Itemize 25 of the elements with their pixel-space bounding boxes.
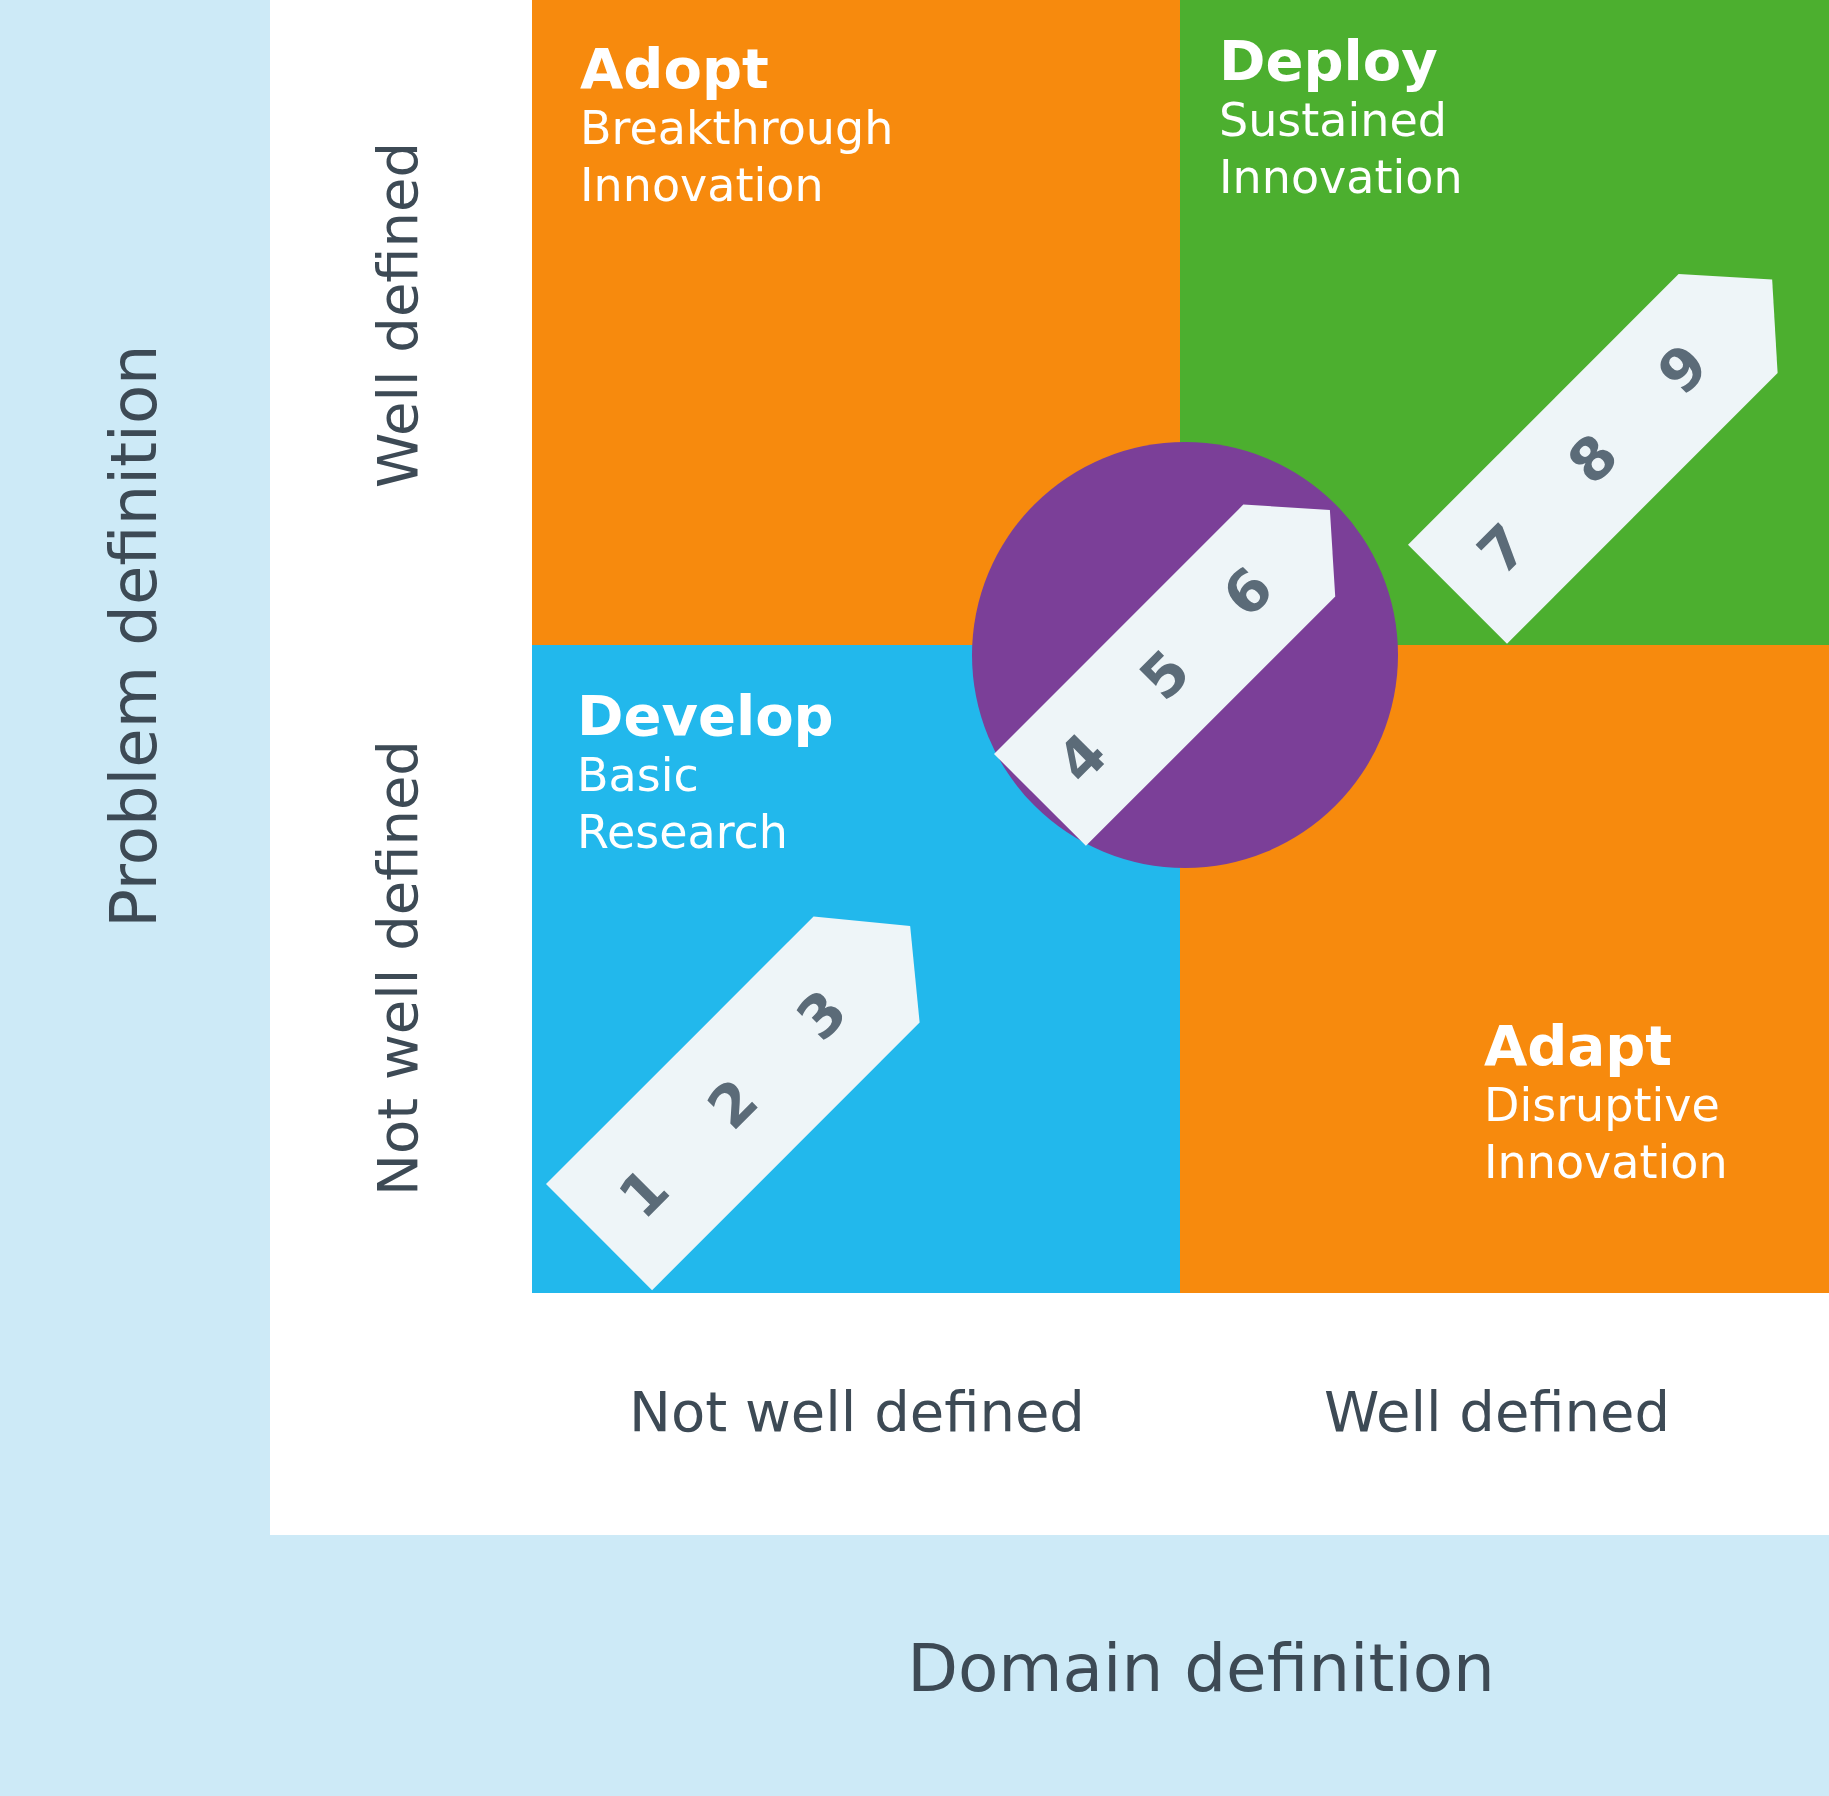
quadrant-subtitle: Basic Research	[577, 747, 789, 862]
quadrant-subtitle: Disruptive Innovation	[1484, 1077, 1729, 1192]
step-number: 4	[1043, 720, 1120, 797]
step-number: 9	[1644, 330, 1722, 408]
quadrant-subtitle: Breakthrough Innovation	[580, 100, 895, 215]
quadrant-panel	[532, 0, 1180, 645]
quadrant-subtitle: Sustained Innovation	[1219, 92, 1464, 207]
step-number: 2	[694, 1065, 772, 1143]
axis-tick-label: Not well defined	[629, 1378, 1085, 1444]
step-number: 5	[1126, 636, 1203, 714]
axis-tick-label: Well defined	[1323, 1378, 1671, 1444]
quadrant-title: Develop	[577, 685, 835, 747]
axis-tick-label: Not well defined	[364, 740, 430, 1196]
quadrant-title: Adopt	[580, 38, 770, 100]
step-number: 6	[1209, 553, 1287, 631]
axis-title: Domain definition	[907, 1629, 1495, 1707]
axis-title: Problem definition	[97, 344, 171, 928]
axis-tick-label: Well defined	[364, 141, 430, 489]
step-number: 1	[605, 1154, 683, 1232]
quadrant-title: Adapt	[1484, 1015, 1674, 1077]
step-number: 7	[1464, 510, 1542, 588]
step-number: 3	[784, 976, 861, 1053]
step-number: 8	[1554, 420, 1632, 498]
quadrant-title: Deploy	[1219, 30, 1439, 92]
quadrant-panel	[1180, 0, 1829, 645]
